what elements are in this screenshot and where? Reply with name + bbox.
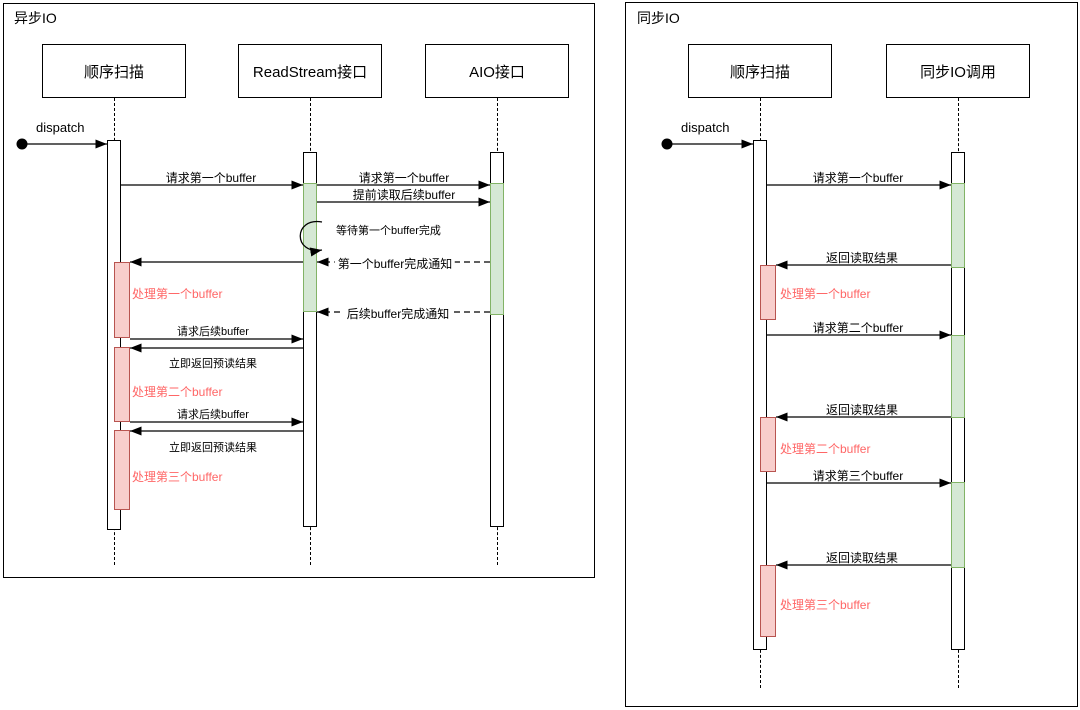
message-next-buffer-done: 后续buffer完成通知 [343, 305, 453, 322]
dispatch-label-sync: dispatch [681, 120, 730, 135]
message-sync-return-1: 返回读取结果 [825, 251, 899, 265]
message-wait-first-buffer: 等待第一个buffer完成 [336, 225, 441, 237]
activation-sync-io-busy3 [951, 482, 965, 568]
message-first-buffer-done: 第一个buffer完成通知 [334, 255, 456, 272]
process-label-buffer2: 处理第二个buffer [132, 385, 223, 399]
message-sync-request-third: 请求第三个buffer [812, 469, 904, 483]
activation-sync-process-buffer1 [760, 265, 776, 320]
actor-sequential-scan-sync: 顺序扫描 [688, 44, 832, 98]
activation-process-buffer1 [114, 262, 130, 338]
message-preread-next-buffer: 提前读取后续buffer [352, 188, 456, 202]
activation-readstream-busy [303, 183, 317, 312]
async-io-title: 异步IO [14, 10, 57, 26]
activation-aio-busy [490, 183, 504, 315]
activation-process-buffer3 [114, 430, 130, 510]
actor-sequential-scan: 顺序扫描 [42, 44, 186, 98]
message-request-first-buffer-aio: 请求第一个buffer [358, 171, 450, 185]
process-label-sync-buffer1: 处理第一个buffer [780, 287, 871, 301]
message-request-next-buffer-1: 请求后续buffer [177, 326, 249, 338]
process-label-sync-buffer2: 处理第二个buffer [780, 442, 871, 456]
activation-process-buffer2 [114, 347, 130, 422]
activation-sync-io-busy1 [951, 183, 965, 268]
process-label-sync-buffer3: 处理第三个buffer [780, 598, 871, 612]
message-request-next-buffer-2: 请求后续buffer [177, 409, 249, 421]
message-request-first-buffer: 请求第一个buffer [165, 171, 257, 185]
message-sync-return-3: 返回读取结果 [825, 551, 899, 565]
message-sync-request-second: 请求第二个buffer [812, 321, 904, 335]
activation-sync-process-buffer3 [760, 565, 776, 637]
message-sync-return-2: 返回读取结果 [825, 403, 899, 417]
dispatch-label-async: dispatch [36, 120, 85, 135]
process-label-buffer1: 处理第一个buffer [132, 287, 223, 301]
actor-readstream-api: ReadStream接口 [238, 44, 382, 98]
actor-aio-api: AIO接口 [425, 44, 569, 98]
activation-sync-process-buffer2 [760, 417, 776, 472]
activation-sync-io-busy2 [951, 335, 965, 418]
message-sync-request-first: 请求第一个buffer [812, 171, 904, 185]
message-return-preread-1: 立即返回预读结果 [169, 358, 257, 370]
sync-io-title: 同步IO [637, 10, 680, 26]
sync-io-panel [625, 2, 1078, 707]
process-label-buffer3: 处理第三个buffer [132, 470, 223, 484]
message-return-preread-2: 立即返回预读结果 [169, 442, 257, 454]
actor-sync-io-call: 同步IO调用 [886, 44, 1030, 98]
